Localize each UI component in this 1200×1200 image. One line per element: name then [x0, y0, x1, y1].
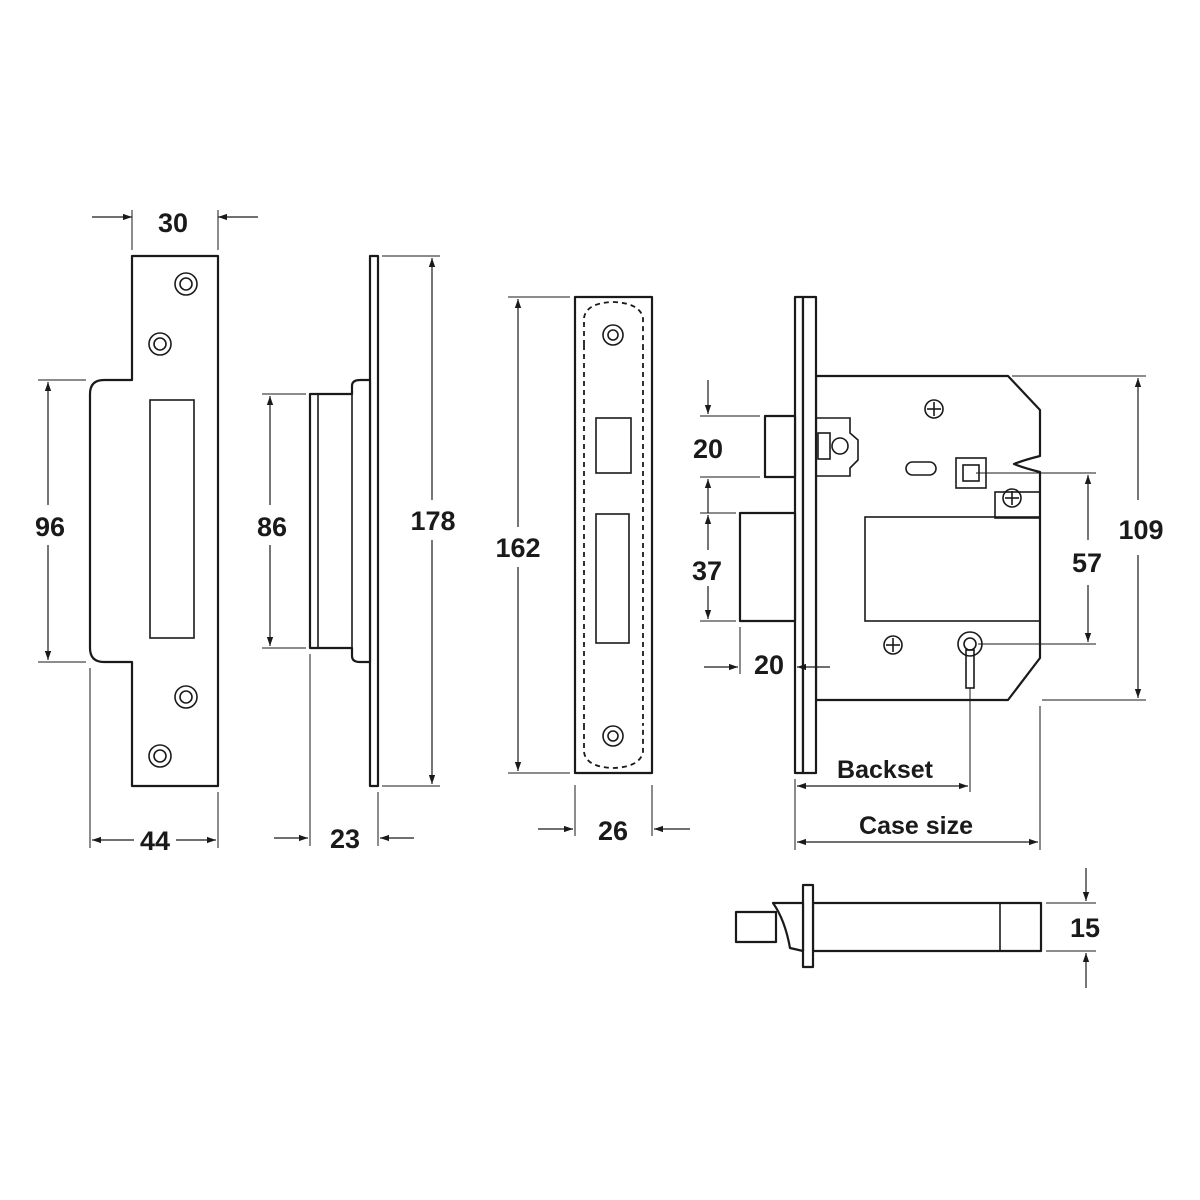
dim-label-26: 26: [598, 816, 628, 846]
strike-plate-side: 86 178 23: [257, 254, 456, 854]
dim-label-20-throw: 20: [754, 650, 784, 680]
dim-label-backset: Backset: [837, 756, 934, 784]
screw-hole-icon: [148, 744, 172, 768]
forend-latch-slot: [595, 417, 632, 474]
screw-icon: [883, 635, 903, 655]
screw-hole-icon: [174, 272, 198, 296]
screw-hole-icon: [148, 332, 172, 356]
dim-label-109: 109: [1118, 515, 1163, 545]
screw-icon: [924, 399, 944, 419]
case-slot: [905, 461, 937, 476]
lock-plan-latch: [771, 901, 805, 953]
forend-body: [801, 295, 818, 775]
dim-label-37: 37: [692, 556, 722, 586]
dim-label-case-size: Case size: [859, 812, 973, 840]
dim-label-30: 30: [158, 208, 188, 238]
forend-edge: [793, 295, 805, 775]
lock-plan-case: [811, 901, 1043, 953]
dim-label-20-latch: 20: [693, 434, 723, 464]
dim-label-57: 57: [1072, 548, 1102, 578]
forend-front: 162 26: [495, 295, 690, 846]
forend-bolt-slot: [595, 513, 630, 644]
forend-plate: [573, 295, 654, 775]
dim-label-15: 15: [1070, 913, 1100, 943]
strike-box-side: [308, 378, 372, 664]
screw-hole-icon: [174, 685, 198, 709]
dead-bolt: [738, 511, 797, 623]
lock-plan-forend: [801, 883, 815, 969]
strike-plate-front: 30 96 44: [35, 208, 258, 856]
lock-body-plan: 15: [734, 868, 1100, 988]
dim-label-86: 86: [257, 512, 287, 542]
lock-case: [814, 374, 1042, 702]
screw-icon: [1002, 488, 1022, 508]
latch-bolt: [763, 414, 797, 479]
screw-hole-icon: [602, 725, 624, 747]
dim-label-44: 44: [140, 826, 170, 856]
dim-label-162: 162: [495, 533, 540, 563]
screw-hole-icon: [602, 324, 624, 346]
lock-body-side: 20 37 20 57 109 Backset Case size: [692, 295, 1164, 850]
strike-plate-aperture: [149, 399, 195, 639]
strike-plate-edge: [368, 254, 380, 788]
dim-label-96: 96: [35, 512, 65, 542]
bolt-tail: [864, 516, 1041, 622]
dim-label-178: 178: [410, 506, 455, 536]
lock-plan-bolt-tip: [734, 910, 778, 944]
dim-label-23: 23: [330, 824, 360, 854]
strike-plate-outline: [88, 254, 220, 788]
